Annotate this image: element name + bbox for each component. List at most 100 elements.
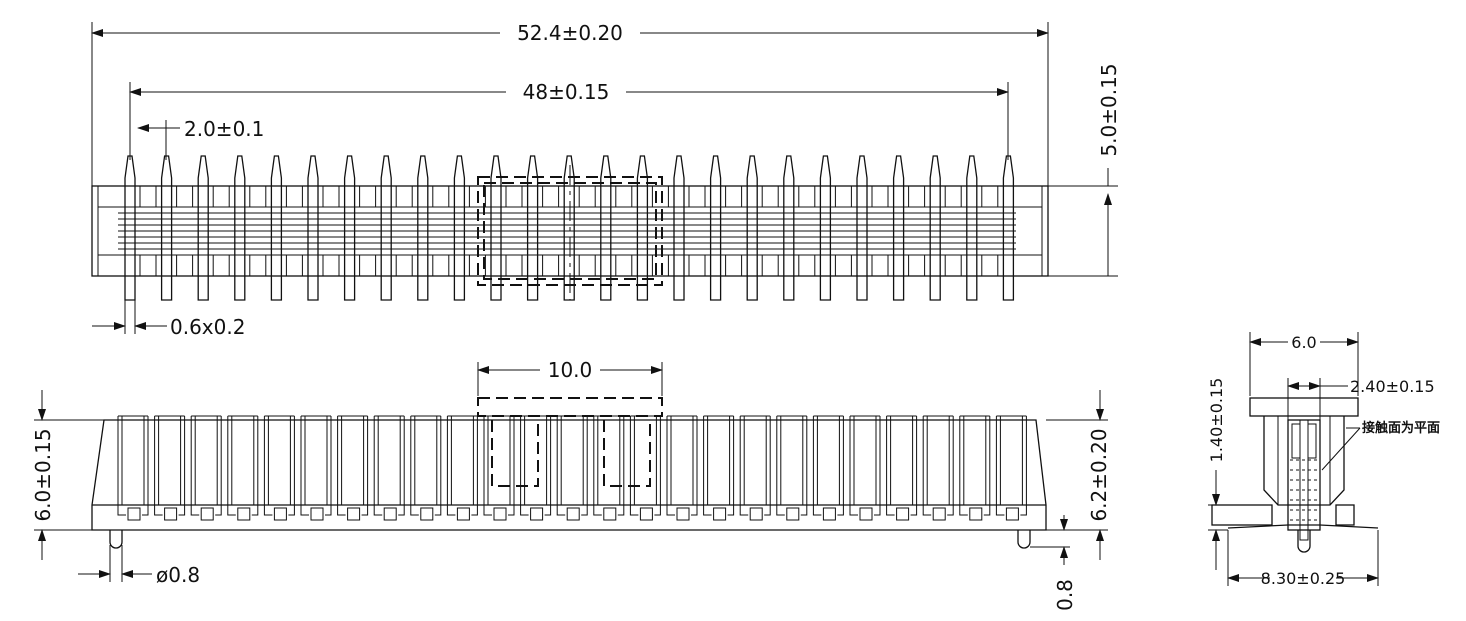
front-contact — [922, 415, 954, 505]
top-cell-lower — [798, 254, 816, 277]
top-cell-upper — [542, 185, 560, 208]
top-pin — [783, 155, 795, 301]
front-contact — [263, 415, 295, 505]
front-contact — [703, 415, 735, 505]
front-solder-pad — [127, 507, 141, 521]
front-contact-foot — [154, 505, 186, 516]
front-solder-pad — [822, 507, 836, 521]
body-height-label: 5.0±0.15 — [1097, 63, 1121, 156]
overall-length-label: 52.4±0.20 — [517, 21, 623, 45]
front-contact-foot — [703, 505, 735, 516]
top-cell-lower — [725, 254, 743, 277]
front-solder-pad — [1005, 507, 1019, 521]
top-pin — [892, 155, 905, 301]
front-solder-pad — [456, 507, 470, 521]
front-solder-pad — [566, 507, 580, 521]
front-body-outline — [91, 419, 1047, 531]
front-solder-pad — [859, 507, 873, 521]
front-contact — [556, 415, 588, 505]
front-contact — [154, 415, 186, 505]
front-solder-pad — [676, 507, 690, 521]
front-contact — [520, 415, 552, 505]
front-contact-foot — [117, 505, 149, 516]
top-cell-upper — [615, 185, 633, 208]
front-contact-foot — [446, 505, 478, 516]
top-cell-lower — [908, 254, 926, 277]
pitch-label: 2.0±0.1 — [184, 117, 264, 141]
front-contact-foot — [593, 505, 625, 516]
front-contact-foot — [776, 505, 808, 516]
front-cap — [477, 397, 663, 417]
top-cell-upper — [578, 185, 596, 208]
top-cell-upper — [249, 185, 267, 208]
standoff-label: 1.40±0.15 — [1207, 378, 1226, 463]
top-pin — [746, 155, 758, 301]
front-view: 10.0 6.0±0.15 6.2±0.20 ø0.8 0.8 — [31, 358, 1111, 611]
top-cell-lower — [871, 254, 889, 277]
top-pin — [966, 155, 978, 301]
front-contact-foot — [629, 505, 661, 516]
top-cell-upper — [688, 185, 706, 208]
top-cell-lower — [505, 254, 523, 277]
front-solder-pad — [420, 507, 434, 521]
top-cell-lower — [249, 254, 267, 277]
front-contact — [886, 415, 918, 505]
top-cell-lower — [176, 254, 194, 277]
front-contact-foot — [337, 505, 369, 516]
front-solder-pad — [237, 507, 251, 521]
top-cell-lower — [542, 254, 560, 277]
top-pin — [673, 155, 685, 301]
top-cell-upper — [322, 185, 340, 208]
top-cell-lower — [359, 254, 377, 277]
front-solder-pad — [969, 507, 983, 521]
top-pin — [819, 155, 832, 301]
top-cell-lower — [578, 254, 596, 277]
front-contact-foot — [263, 505, 295, 516]
front-contact — [739, 415, 771, 505]
front-solder-pad — [749, 507, 763, 521]
front-solder-pad — [786, 507, 800, 521]
top-cell-lower — [139, 254, 157, 277]
front-contact — [776, 415, 808, 505]
contact-surface-note: 接触面为平面 — [1362, 420, 1440, 436]
front-solder-pad — [164, 507, 178, 521]
top-pin — [234, 155, 246, 301]
top-cell-upper — [432, 185, 450, 208]
front-contact-foot — [190, 505, 222, 516]
front-contact-foot — [739, 505, 771, 516]
front-solder-pad — [713, 507, 727, 521]
front-contact-foot — [556, 505, 588, 516]
top-cell-lower — [834, 254, 852, 277]
front-contact-foot — [849, 505, 881, 516]
front-contact — [593, 415, 625, 505]
front-contact — [190, 415, 222, 505]
front-solder-pad — [932, 507, 946, 521]
front-contact-foot — [520, 505, 552, 516]
slot-width-label: 2.40±0.15 — [1350, 377, 1435, 396]
top-cell-upper — [798, 185, 816, 208]
front-contact — [300, 415, 332, 505]
front-contact-foot — [959, 505, 991, 516]
top-cell-lower — [395, 254, 413, 277]
front-contact — [483, 415, 515, 505]
foot-span-label: 8.30±0.25 — [1261, 569, 1346, 588]
top-cell-upper — [505, 185, 523, 208]
top-cell-upper — [359, 185, 377, 208]
top-cell-lower — [432, 254, 450, 277]
top-cell-upper — [871, 185, 889, 208]
top-pin — [124, 155, 136, 301]
front-contact-foot — [886, 505, 918, 516]
top-body-rails — [118, 212, 1016, 250]
front-contact — [666, 415, 698, 505]
top-cell-lower — [615, 254, 633, 277]
top-cell-lower — [688, 254, 706, 277]
front-contact — [959, 415, 991, 505]
front-contact — [227, 415, 259, 505]
top-cell-lower — [761, 254, 779, 277]
top-cell-upper — [908, 185, 926, 208]
front-solder-pad — [493, 507, 507, 521]
top-cell-upper — [761, 185, 779, 208]
side-width-label: 6.0 — [1291, 333, 1316, 352]
cap-width-label: 10.0 — [548, 358, 593, 382]
